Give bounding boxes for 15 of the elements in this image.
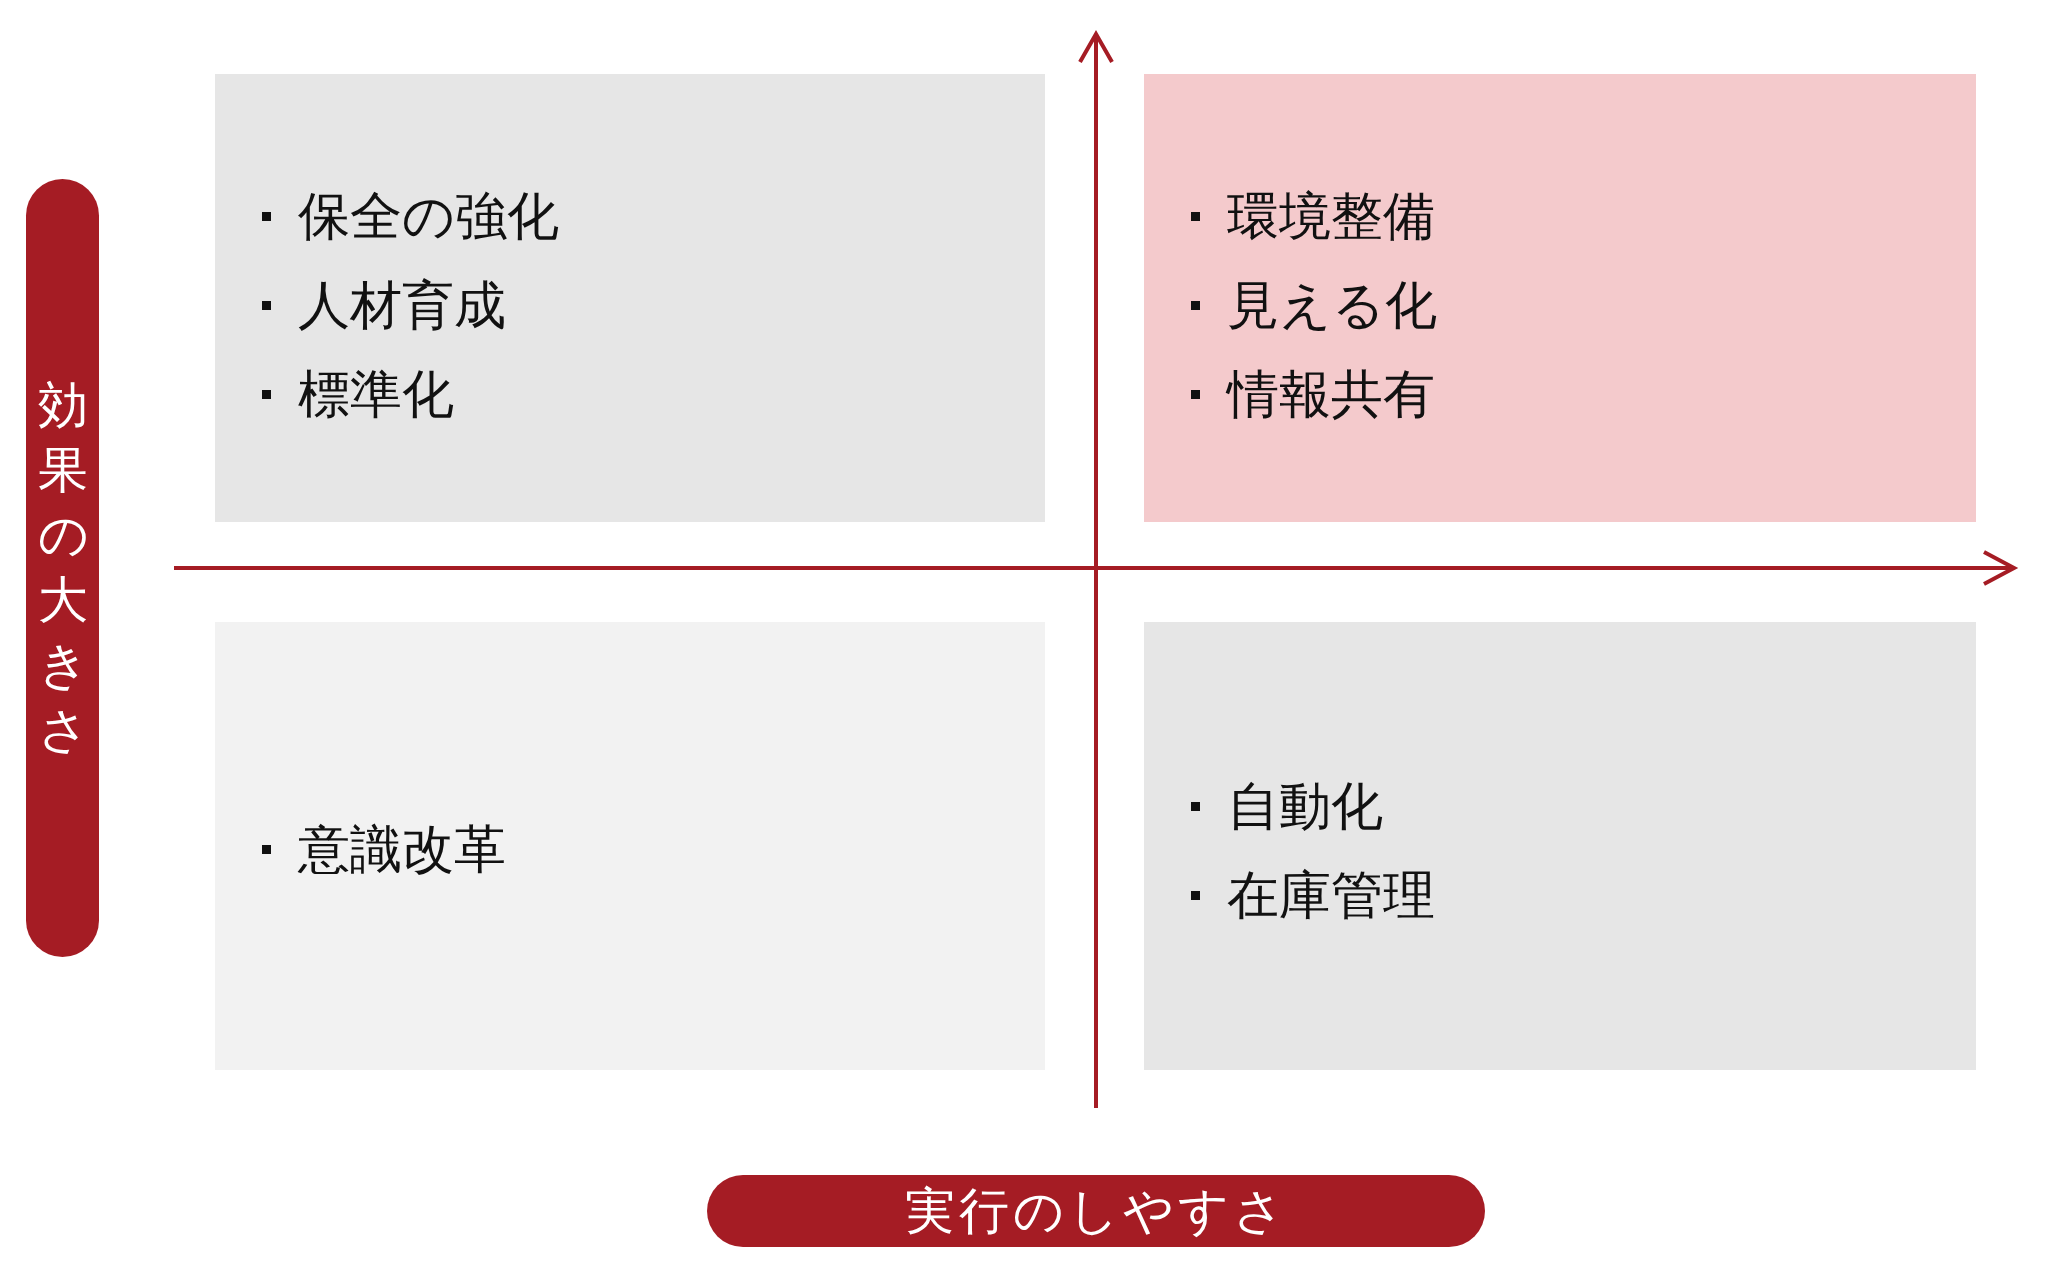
- list-item: 在庫管理: [1227, 869, 1435, 921]
- axis-label: 実行のしやすさ: [904, 1180, 1288, 1242]
- quadrant-panel: [215, 74, 1045, 522]
- list-item: 環境整備: [1227, 190, 1435, 242]
- quadrant-panel: [1144, 622, 1976, 1070]
- list-item: 人材育成: [298, 279, 506, 331]
- quadrant-panel: [1144, 74, 1976, 522]
- list-item: 標準化: [298, 368, 454, 420]
- quadrant-panel: [215, 622, 1045, 1070]
- axis-label: 効果の大きさ: [37, 375, 88, 761]
- list-item: 保全の強化: [298, 190, 559, 242]
- list-item: 見える化: [1227, 279, 1437, 331]
- list-item: 自動化: [1227, 780, 1383, 832]
- list-item: 意識改革: [298, 823, 506, 875]
- list-item: 情報共有: [1227, 368, 1435, 420]
